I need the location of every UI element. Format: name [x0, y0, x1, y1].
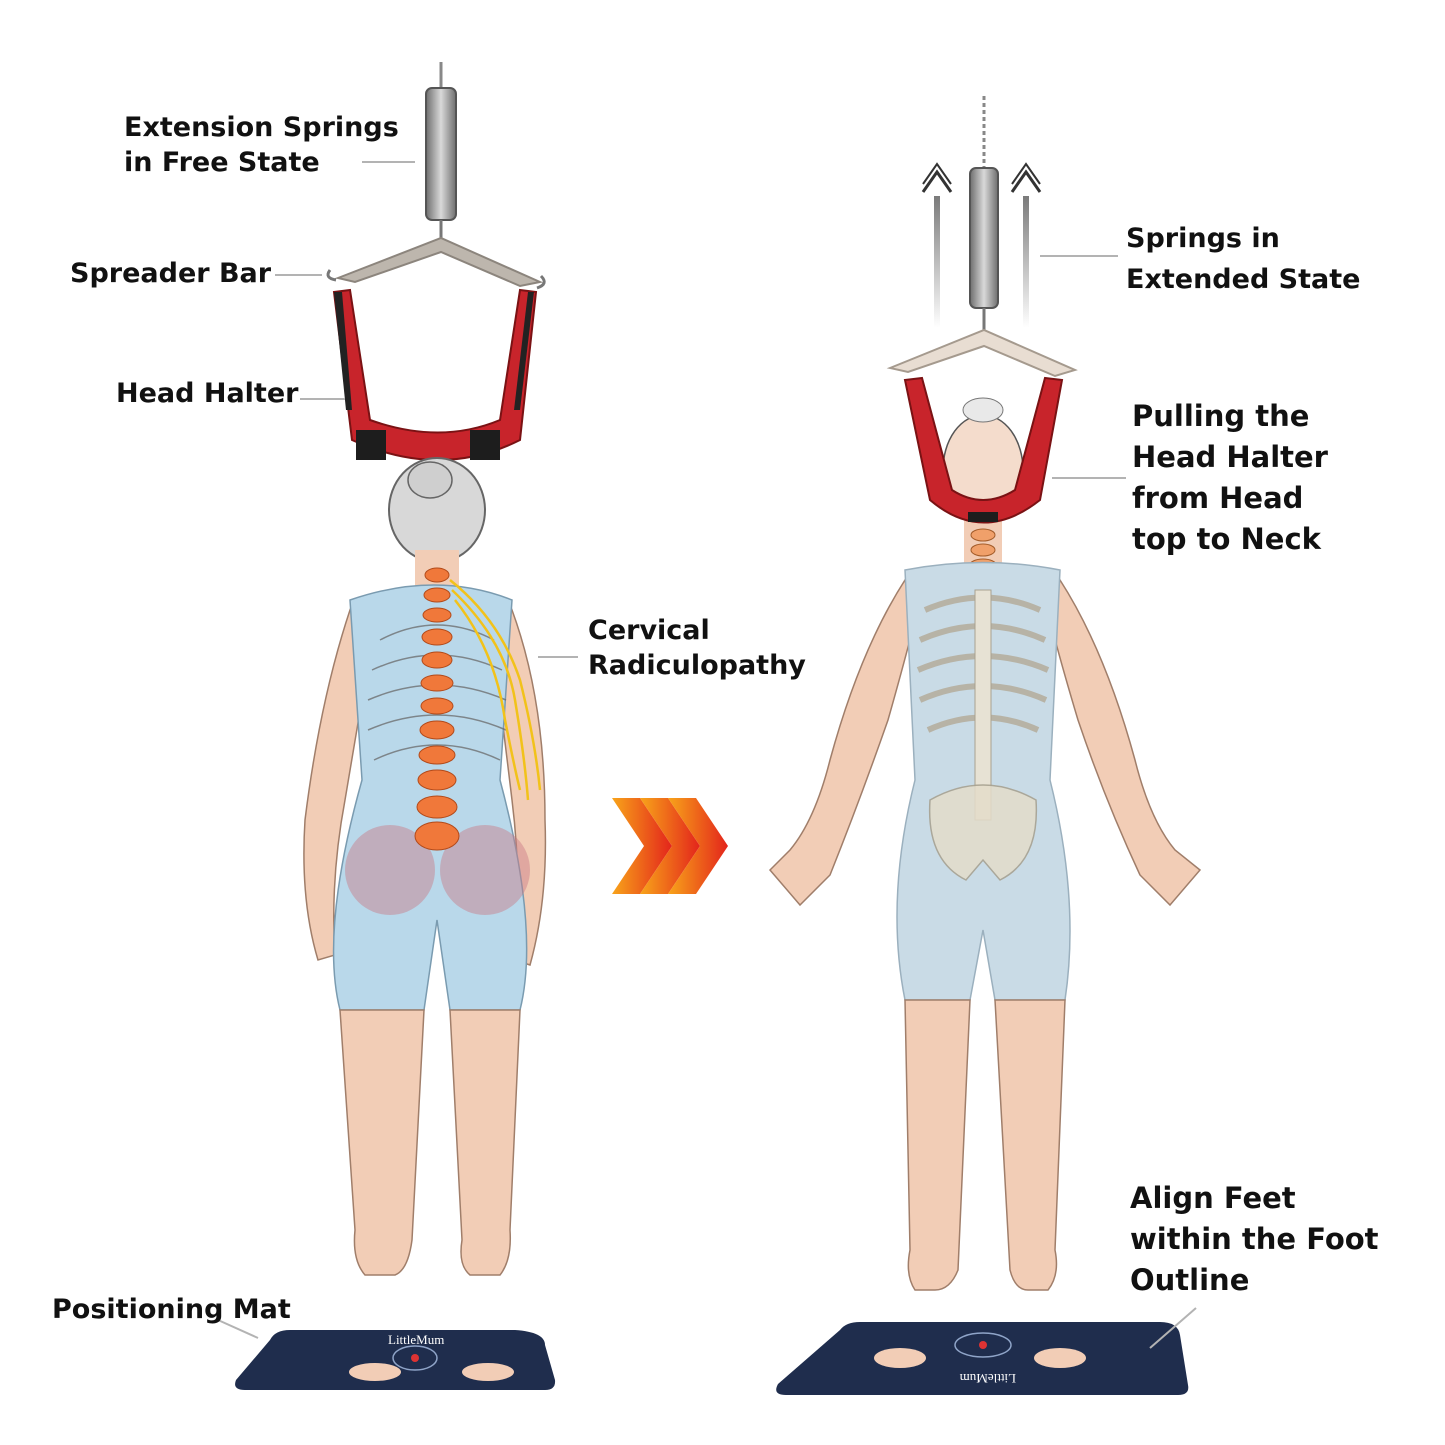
right-figure-front	[768, 376, 1202, 1291]
head-halter-icon	[903, 376, 1064, 524]
leader-lines	[217, 161, 1197, 1349]
progress-chevrons-icon	[612, 798, 728, 894]
positioning-mat-label: Positioning Mat	[52, 1294, 291, 1325]
spreader-bar-label: Spreader Bar	[70, 258, 272, 289]
left-positioning-mat: LittleMum	[235, 1330, 556, 1390]
mat-brand-text: LittleMum	[388, 1332, 444, 1347]
cervical-radiculopathy-label: Cervical Radiculopathy	[588, 615, 806, 681]
up-arrow-icon	[921, 162, 953, 328]
spring-icon	[969, 167, 999, 309]
up-arrow-icon	[1010, 162, 1042, 328]
align-feet-label: Align Feet within the Foot Outline	[1130, 1181, 1379, 1297]
left-spring-assembly	[326, 62, 546, 290]
left-figure-back	[303, 457, 547, 1276]
foot-mat-icon	[776, 1322, 1189, 1395]
right-spring-assembly	[886, 96, 1078, 378]
pulling-halter-label: Pulling the Head Halter from Head top to…	[1132, 399, 1328, 556]
spreader-bar-icon	[334, 236, 544, 288]
springs-extended-label: Springs in Extended State	[1126, 223, 1361, 295]
extension-springs-label: Extension Springs in Free State	[124, 112, 399, 178]
head-halter-icon	[332, 288, 538, 461]
mat-brand-text: LittleMum	[960, 1371, 1016, 1386]
spreader-bar-icon	[886, 328, 1078, 378]
spring-icon	[425, 87, 457, 221]
head-halter-label: Head Halter	[116, 378, 299, 409]
right-positioning-mat: LittleMum	[776, 1322, 1189, 1395]
